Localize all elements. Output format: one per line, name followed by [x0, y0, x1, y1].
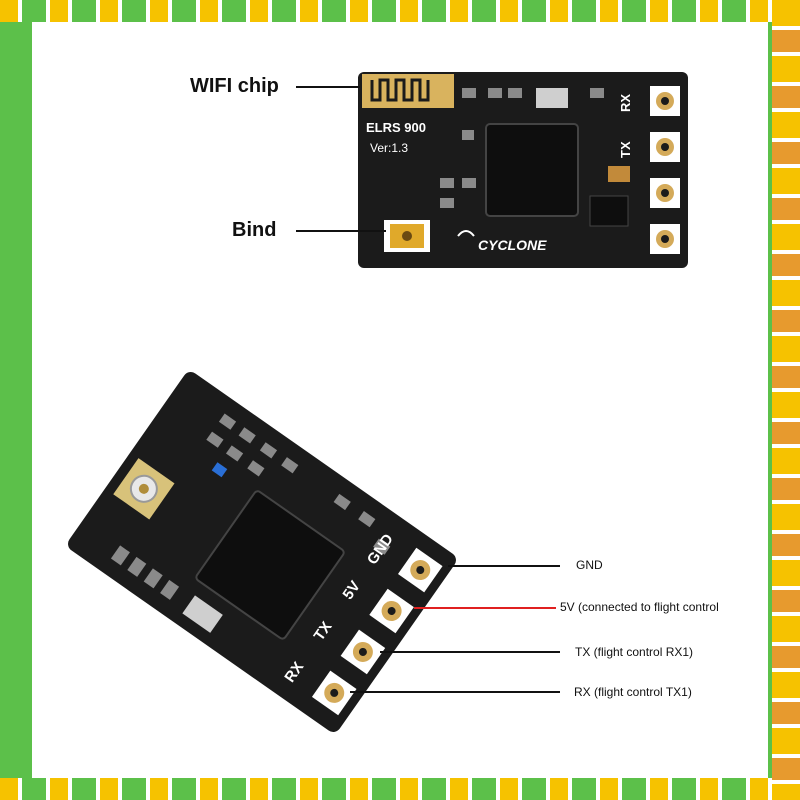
bottom-board: GND 5V TX RX	[68, 372, 560, 732]
top-pin-pads	[650, 86, 680, 254]
label-bind: Bind	[232, 219, 277, 241]
crystal-oscillator	[536, 88, 568, 108]
silk-version: Ver:1.3	[370, 141, 408, 155]
bottom-passives	[110, 413, 391, 600]
wifi-antenna-icon	[362, 74, 454, 108]
regulator-chip	[589, 195, 629, 227]
silk-model: ELRS 900	[366, 120, 426, 135]
bottom-border-stripe	[0, 778, 800, 800]
top-board: ELRS 900 Ver:1.3 CYCLONE RX TX	[296, 72, 688, 268]
label-wifi-chip: WIFI chip	[190, 75, 279, 97]
blue-capacitor	[211, 462, 228, 478]
silk-pin-tx: TX	[618, 141, 633, 158]
right-border-stripe	[772, 0, 800, 800]
top-border-stripe	[0, 0, 800, 22]
label-5v: 5V (connected to flight control	[560, 600, 719, 614]
cyclone-logo-icon	[457, 230, 475, 237]
label-rx: RX (flight control TX1)	[574, 685, 692, 699]
tantalum-cap	[608, 166, 630, 182]
silk-brand: CYCLONE	[478, 237, 547, 253]
bind-button-icon	[384, 220, 430, 252]
top-passives	[440, 88, 604, 208]
bottom-main-chip	[195, 490, 345, 640]
bottom-crystal	[182, 595, 223, 633]
top-main-chip	[485, 123, 579, 217]
label-tx: TX (flight control RX1)	[575, 645, 694, 659]
silk-pin-rx: RX	[618, 94, 633, 112]
label-gnd: GND	[576, 558, 603, 572]
ufl-connector-icon	[113, 458, 175, 520]
bottom-pin-pads	[311, 547, 443, 716]
